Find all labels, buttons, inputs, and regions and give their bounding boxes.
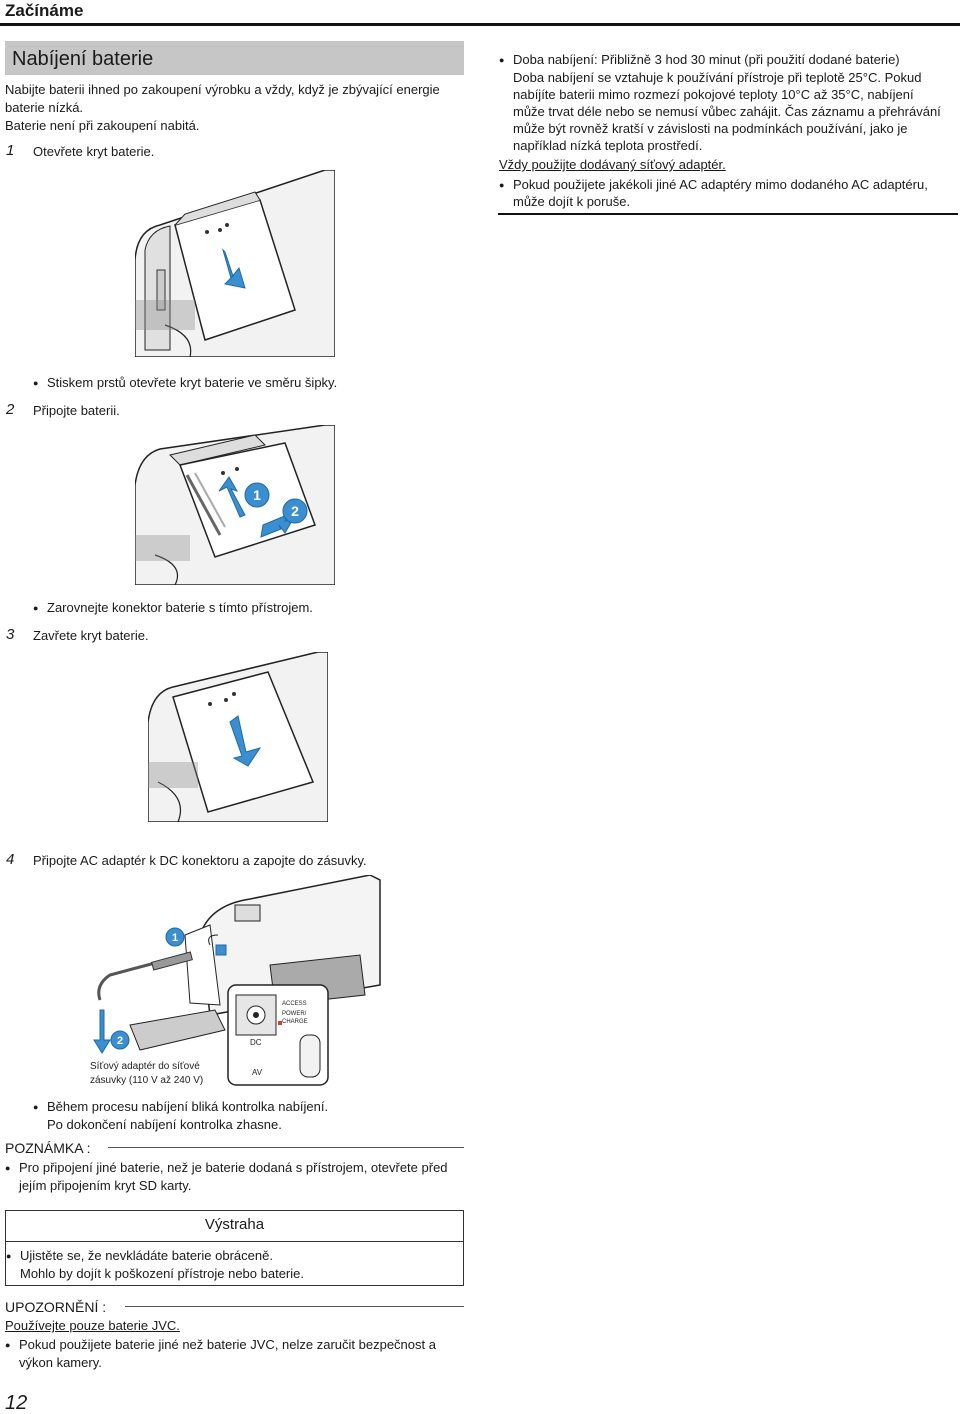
right-bullet-1: Doba nabíjení: Přibližně 3 hod 30 minut … xyxy=(499,51,900,69)
step-4-text: Připojte AC adaptér k DC konektoru a zap… xyxy=(33,853,367,868)
dc-label: DC xyxy=(250,1038,262,1047)
intro-line-2: baterie nízká. xyxy=(5,100,84,115)
adapter-caption-2: zásuvky (110 V až 240 V) xyxy=(90,1075,203,1086)
charge-label: CHARGE xyxy=(282,1019,308,1025)
power-label: POWER/ xyxy=(282,1011,307,1017)
note-bullet: Pro připojení jiné baterie, než je bater… xyxy=(5,1159,448,1177)
right-line-2: Doba nabíjení se vztahuje k používání př… xyxy=(513,70,922,85)
step-3-number: 3 xyxy=(6,626,15,643)
warning-title: Výstraha xyxy=(204,1216,265,1233)
step-2-number: 2 xyxy=(6,401,15,418)
right-column-rule xyxy=(498,213,958,215)
right-line-3: nabíjíte baterii mimo rozmezí pokojové t… xyxy=(513,87,914,102)
caution-rule xyxy=(125,1306,464,1307)
intro-line-3: Baterie není při zakoupení nabitá. xyxy=(5,118,200,133)
figure-close-battery-cover xyxy=(148,652,328,822)
page-header-title: Začínáme xyxy=(5,1,84,20)
step-4-number: 4 xyxy=(6,851,15,868)
figure4-badge-1: 1 xyxy=(172,932,178,944)
right-line-5: může být rovněž kratší v závislosti na p… xyxy=(513,121,908,136)
step-1-number: 1 xyxy=(6,142,15,159)
note-line-2: jejím připojením kryt SD karty. xyxy=(19,1178,192,1193)
warning-divider xyxy=(6,1241,463,1242)
caution-subtitle: Používejte pouze baterie JVC. xyxy=(5,1318,180,1333)
caution-line-2: výkon kamery. xyxy=(19,1355,102,1370)
figure-connect-ac-adapter: 1 2 Síťový adaptér do síťové zásuvky (11… xyxy=(90,875,382,1090)
caution-title: UPOZORNĚNÍ : xyxy=(5,1299,107,1315)
figure4-badge-2: 2 xyxy=(117,1035,123,1047)
figure-open-battery-cover xyxy=(135,170,335,357)
right-bullet-2: Pokud použijete jakékoli jiné AC adaptér… xyxy=(499,176,928,194)
access-label: ACCESS xyxy=(282,1001,307,1007)
header-rule xyxy=(0,23,960,26)
section-title: Nabíjení baterie xyxy=(12,48,154,70)
step-1-bullet: Stiskem prstů otevřete kryt baterie ve s… xyxy=(33,374,337,392)
step-4-bullet-1: Během procesu nabíjení bliká kontrolka n… xyxy=(33,1098,328,1116)
step-2-text: Připojte baterii. xyxy=(33,403,120,418)
right-line-8: může dojít k poruše. xyxy=(513,194,631,209)
figure2-badge-2: 2 xyxy=(291,503,299,519)
right-always-adapter: Vždy použijte dodávaný síťový adaptér. xyxy=(499,157,726,172)
note-rule xyxy=(108,1147,464,1148)
av-label: AV xyxy=(252,1068,263,1077)
step-4-bullet-2: Po dokončení nabíjení kontrolka zhasne. xyxy=(47,1117,282,1132)
right-line-6: například nízká teplota prostředí. xyxy=(513,138,703,153)
section-title-box: Nabíjení baterie xyxy=(5,41,464,75)
intro-line-1: Nabijte baterii ihned po zakoupení výrob… xyxy=(5,82,440,97)
figure-attach-battery: 1 2 xyxy=(135,425,335,585)
adapter-caption-1: Síťový adaptér do síťové xyxy=(90,1061,200,1072)
warning-line-2: Mohlo by dojít k poškození přístroje neb… xyxy=(20,1266,304,1281)
figure2-badge-1: 1 xyxy=(253,487,261,503)
warning-bullet: Ujistěte se, že nevkládáte baterie obrác… xyxy=(6,1247,273,1265)
page-number: 12 xyxy=(5,1392,28,1414)
note-title: POZNÁMKA : xyxy=(5,1140,91,1156)
step-1-text: Otevřete kryt baterie. xyxy=(33,144,155,159)
step-2-bullet: Zarovnejte konektor baterie s tímto přís… xyxy=(33,599,313,617)
right-line-4: může trvat déle nebo se nemusí vůbec zah… xyxy=(513,104,941,119)
warning-box: Výstraha Ujistěte se, že nevkládáte bate… xyxy=(5,1210,464,1286)
step-3-text: Zavřete kryt baterie. xyxy=(33,628,149,643)
caution-bullet: Pokud použijete baterie jiné než baterie… xyxy=(5,1336,436,1354)
